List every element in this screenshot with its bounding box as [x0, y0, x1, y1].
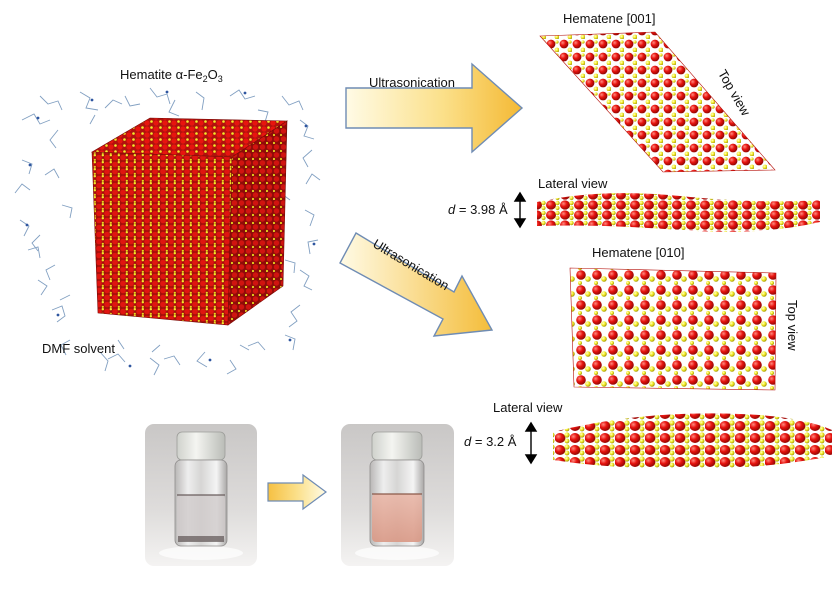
hematene-001-lateral-view-sheet — [537, 193, 820, 232]
hematene-010-top-view-sheet — [569, 267, 777, 391]
hematite-solvent-dots — [25, 90, 316, 368]
hematene-010-lateral-view-label: Lateral view — [493, 400, 563, 415]
d-arrow-001 — [513, 191, 527, 229]
hematene-001-top-view-sheet — [539, 31, 776, 173]
hematene-010-top-view-label: Top view — [785, 300, 800, 351]
d-arrow-010 — [524, 421, 538, 465]
vial-photo-before — [145, 424, 257, 566]
dmf-solvent-label: DMF solvent — [42, 341, 115, 356]
hematene-010-lateral-view-sheet — [553, 413, 832, 469]
vial-transition-arrow — [267, 473, 328, 511]
hematene-010-title: Hematene [010] — [592, 245, 685, 260]
hematene-001-lateral-view-label: Lateral view — [538, 176, 608, 191]
hematene-010-thickness: d = 3.2 Å — [464, 434, 517, 449]
hematene-001-title: Hematene [001] — [563, 11, 656, 26]
hematite-cube — [90, 117, 288, 326]
upper-ultrasonication-label: Ultrasonication — [369, 75, 455, 90]
vial-photo-after — [341, 424, 454, 566]
hematene-001-thickness: d = 3.98 Å — [448, 202, 508, 217]
upper-ultrasonication-arrow — [345, 62, 524, 154]
hematite-title: Hematite α-Fe2O3 — [120, 67, 223, 84]
lower-ultrasonication-arrow — [339, 232, 494, 337]
